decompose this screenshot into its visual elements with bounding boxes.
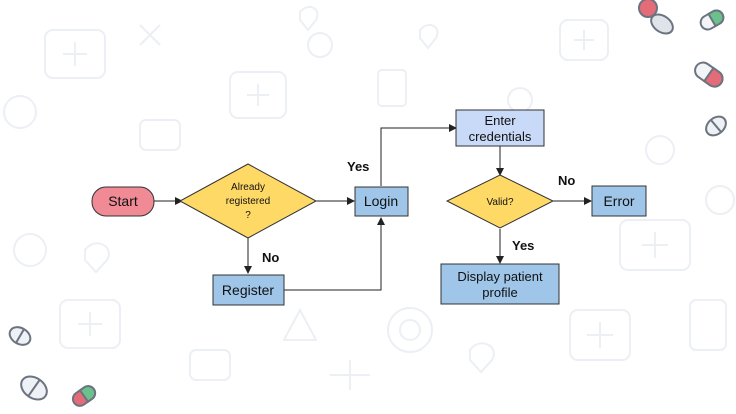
edge-label-already-yes: Yes [347,159,369,174]
edges [154,124,592,291]
display-profile-line-1: Display patient [457,269,543,284]
node-valid: Valid? [445,174,555,229]
node-login: Login [354,186,409,217]
medical-doodle-pattern [3,5,735,390]
edge-register-to-login [284,217,385,291]
display-profile-line-2: profile [482,285,517,300]
edge-label-valid-no: No [558,173,575,188]
start-label: Start [108,193,138,209]
edge-label-valid-yes: Yes [512,238,534,253]
node-start: Start [91,186,155,217]
node-already-registered: Already registered ? [178,163,318,239]
already-registered-line-2: registered [226,196,270,207]
pill-capsule-icon [8,9,727,407]
node-error: Error [591,185,647,217]
edge-label-already-no: No [262,250,279,265]
login-label: Login [364,193,398,209]
valid-label: Valid? [486,197,513,208]
enter-credentials-line-1: Enter [484,113,516,128]
pushpin-icon [638,0,674,35]
register-label: Register [222,282,274,298]
already-registered-line-1: Already [231,182,265,193]
node-register: Register [212,274,285,306]
node-display-profile: Display patient profile [440,263,560,305]
enter-credentials-line-2: credentials [469,129,532,144]
edge-login-to-credentials [380,124,457,186]
already-registered-line-3: ? [245,210,251,221]
error-label: Error [603,193,634,209]
node-enter-credentials: Enter credentials [455,109,545,147]
